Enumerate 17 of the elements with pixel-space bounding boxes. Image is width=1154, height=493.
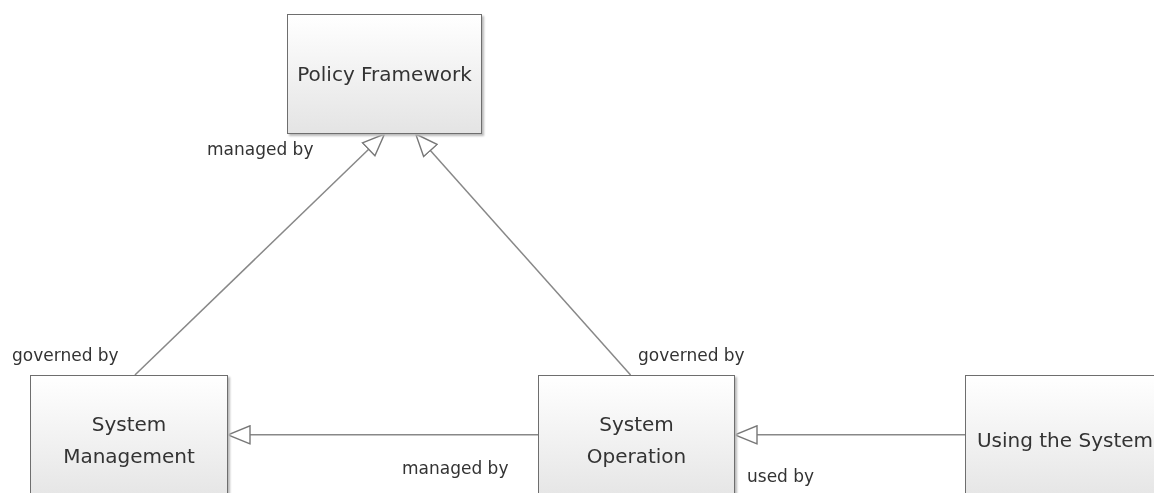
edge-label: managed by bbox=[400, 458, 511, 478]
edge-label: managed by bbox=[205, 139, 316, 159]
arrow bbox=[734, 425, 966, 445]
relation-label: governed by bbox=[10, 345, 121, 365]
edge-label: governed by bbox=[636, 345, 747, 365]
class-box bbox=[965, 375, 1154, 493]
node-label: System Operation bbox=[585, 411, 688, 470]
node-label: System Management bbox=[62, 411, 196, 470]
class-box bbox=[287, 14, 482, 134]
node-label: Using the System bbox=[975, 427, 1154, 454]
arrow bbox=[414, 133, 632, 376]
node-label: Policy Framework bbox=[296, 61, 473, 88]
class-box bbox=[30, 375, 228, 493]
class-box bbox=[538, 375, 735, 493]
arrow bbox=[227, 425, 539, 445]
edge-label: used by bbox=[745, 466, 817, 486]
arrow bbox=[134, 133, 386, 376]
